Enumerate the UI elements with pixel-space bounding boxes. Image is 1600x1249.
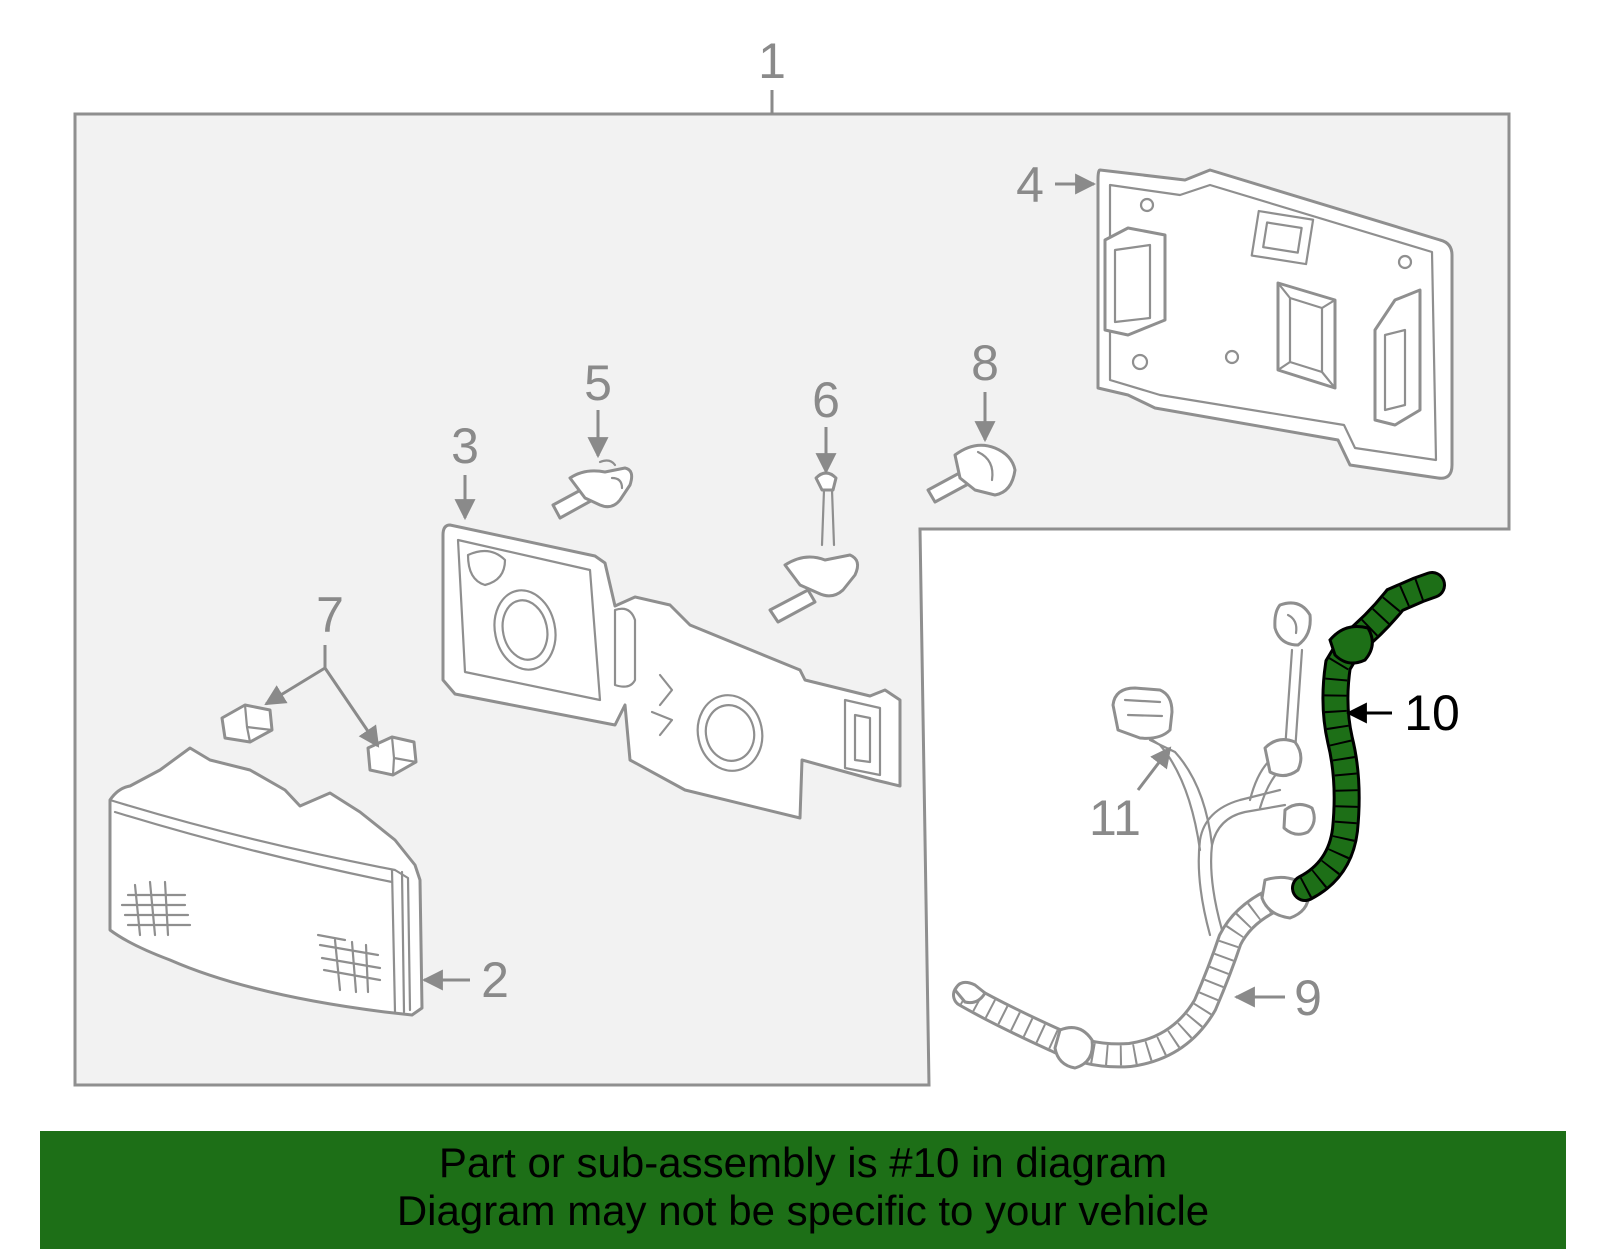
banner-line-1: Part or sub-assembly is #10 in diagram [438, 1139, 1168, 1186]
banner-line-2: Diagram may not be specific to your vehi… [396, 1187, 1210, 1234]
part-4-mounting-bracket [1096, 168, 1454, 480]
callout-10: 10 [1404, 685, 1460, 741]
part-8-bulb [926, 443, 1017, 504]
part-10-harness-highlighted [1291, 571, 1446, 902]
callout-1: 1 [758, 33, 786, 89]
callout-4: 4 [1016, 157, 1044, 213]
callout-8: 8 [971, 335, 999, 391]
callout-9: 9 [1294, 970, 1322, 1026]
callout-5: 5 [584, 355, 612, 411]
callout-7-leader-b [323, 667, 380, 748]
part-5-bulb [551, 459, 634, 520]
callout-6: 6 [812, 372, 840, 428]
part-6-bulb [768, 471, 860, 624]
callout-7-leader-a [264, 666, 326, 706]
part-2-headlamp-lens [108, 746, 424, 1017]
part-3-headlamp-housing [441, 523, 902, 820]
callout-11-leader [1136, 746, 1172, 791]
part-7-clips [220, 703, 418, 777]
callout-3: 3 [451, 418, 479, 474]
highlight-banner: Part or sub-assembly is #10 in diagram D… [40, 1131, 1566, 1249]
callout-2: 2 [481, 952, 509, 1008]
callout-7: 7 [316, 587, 344, 643]
callout-11: 11 [1089, 790, 1141, 846]
